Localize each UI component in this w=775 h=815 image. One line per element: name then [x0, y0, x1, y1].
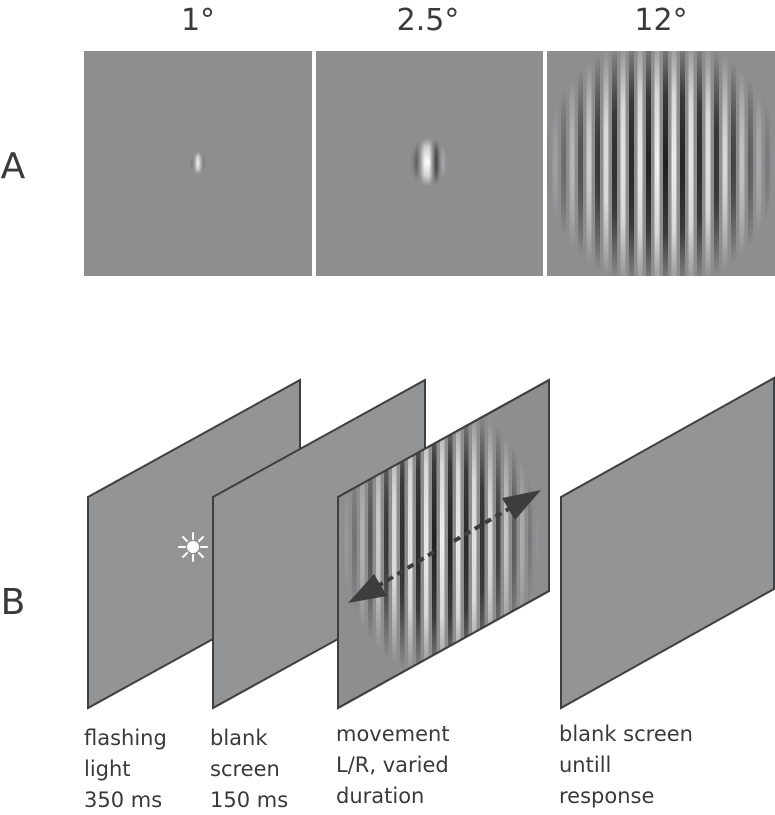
caption-screen-4: blank screen untill response — [559, 722, 693, 808]
caption-screen-3: movement L/R, varied duration — [336, 722, 450, 808]
caption-screen-2: blank screen 150 ms — [210, 726, 288, 812]
caption-line: blank screen — [559, 722, 693, 746]
caption-line: flashing — [84, 726, 167, 750]
screen-blank-response — [560, 376, 775, 710]
double-arrow-icon — [348, 490, 541, 603]
caption-screen-1: flashing light 350 ms — [84, 726, 167, 812]
caption-line: duration — [336, 784, 424, 808]
stimulus-size-label: 12° — [634, 3, 687, 38]
caption-line: movement — [336, 722, 450, 746]
panel-a-letter: A — [1, 146, 26, 187]
stimulus-panel-12deg — [547, 51, 775, 276]
caption-line: screen — [210, 757, 280, 781]
stimulus-panel-2-5deg — [316, 51, 543, 276]
caption-line: untill — [559, 753, 611, 777]
caption-line: blank — [210, 726, 268, 750]
caption-line: 150 ms — [210, 788, 288, 812]
caption-line: light — [84, 757, 131, 781]
panel-b-letter: B — [1, 582, 26, 623]
stimulus-panel-1deg — [84, 51, 312, 276]
caption-line: 350 ms — [84, 788, 162, 812]
stimulus-size-label: 2.5° — [397, 3, 460, 38]
stimulus-size-label: 1° — [181, 3, 215, 38]
caption-line: L/R, varied — [336, 753, 449, 777]
flash-icon — [178, 532, 208, 562]
caption-line: response — [559, 784, 654, 808]
